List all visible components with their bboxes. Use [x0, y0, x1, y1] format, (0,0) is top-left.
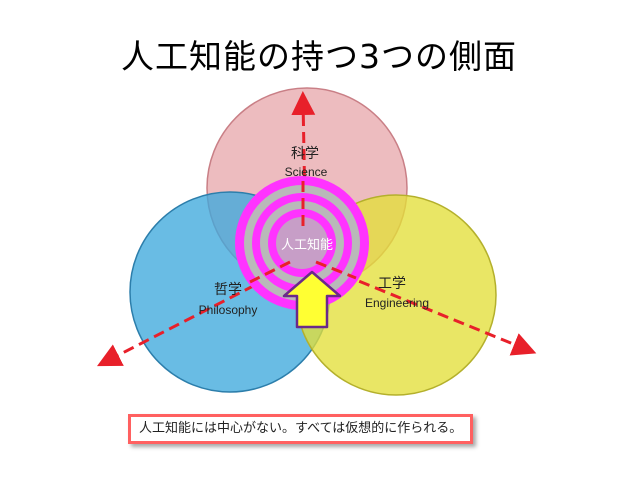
- center-label: 人工知能: [281, 237, 333, 253]
- science-label-ja: 科学: [291, 146, 319, 162]
- engineering-label-en: Engineering: [365, 296, 429, 310]
- page-title: 人工知能の持つ3つの側面: [121, 37, 517, 76]
- caption-box: 人工知能には中心がない。すべては仮想的に作られる。: [128, 414, 474, 444]
- engineering-label-ja: 工学: [378, 276, 406, 292]
- philosophy-label-en: Philosophy: [199, 303, 258, 317]
- up-arrow-icon: [282, 270, 342, 329]
- science-label-en: Science: [285, 165, 328, 179]
- philosophy-label-ja: 哲学: [214, 282, 242, 298]
